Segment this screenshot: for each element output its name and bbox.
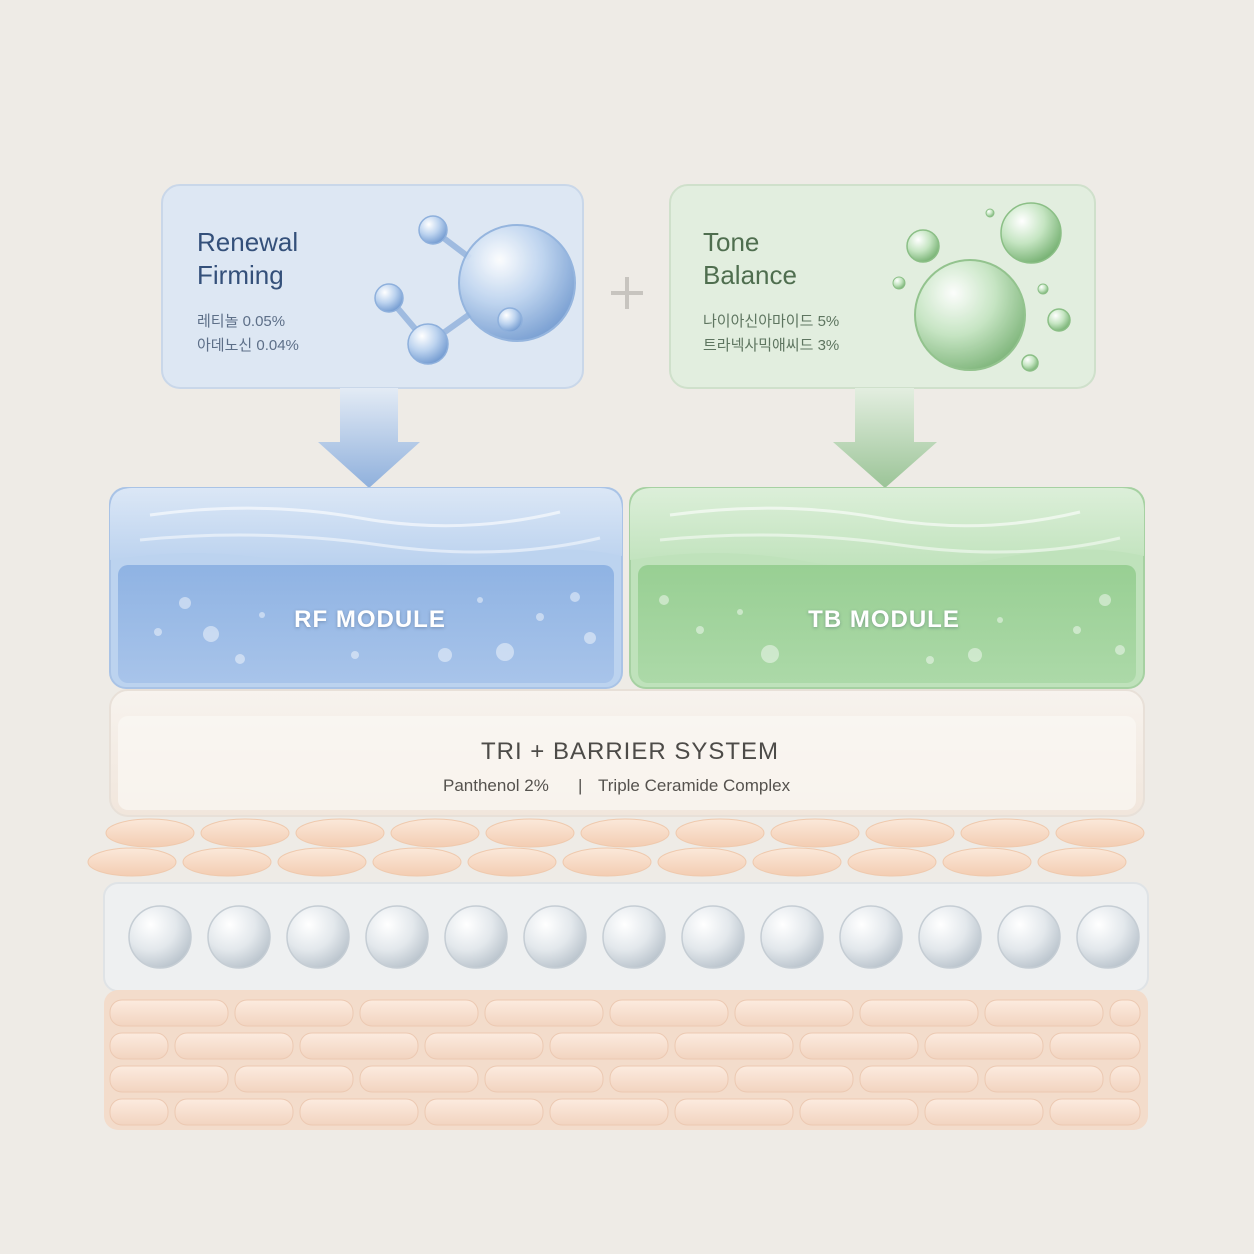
lipid-layer: [87, 818, 1145, 877]
barrier-separator: |: [578, 776, 583, 795]
tb-ingredient-2: 트라넥사믹애씨드 3%: [703, 337, 840, 354]
plus-icon: [611, 277, 643, 309]
lipid-oval: [847, 847, 937, 877]
lipid-oval: [485, 818, 575, 848]
barrier-layer: [109, 689, 1145, 817]
bubble-sphere: [286, 905, 350, 969]
rf-card-title: Renewal Firming: [197, 227, 299, 290]
lipid-oval: [1037, 847, 1127, 877]
brick-cell: [984, 999, 1104, 1027]
barrier-ingredient-b: Triple Ceramide Complex: [598, 776, 791, 795]
brick-cell: [424, 1032, 544, 1060]
brick-cell: [299, 1032, 419, 1060]
lipid-oval: [942, 847, 1032, 877]
barrier-title: TRI + BARRIER SYSTEM: [480, 738, 780, 765]
lipid-oval: [87, 847, 177, 877]
bubble-sphere: [681, 905, 745, 969]
bubble-sphere: [207, 905, 271, 969]
tb-arrow-down-icon: [833, 388, 937, 488]
brick-cell: [424, 1098, 544, 1126]
rf-module-block: [109, 487, 623, 689]
brick-cell: [1049, 1098, 1141, 1126]
lipid-oval: [390, 818, 480, 848]
lipid-oval: [200, 818, 290, 848]
brick-cell: [484, 1065, 604, 1093]
lipid-oval: [675, 818, 765, 848]
tb-module-label: TB MODULE: [808, 606, 960, 633]
brick-cell: [359, 1065, 479, 1093]
brick-cell: [799, 1032, 919, 1060]
droplets-icon: [892, 202, 1071, 372]
bubble-sphere: [1076, 905, 1140, 969]
brick-cell: [799, 1098, 919, 1126]
lipid-oval: [105, 818, 195, 848]
barrier-ingredient-a: Panthenol 2%: [443, 776, 549, 795]
brick-cell: [299, 1098, 419, 1126]
bubble-sphere: [602, 905, 666, 969]
brick-cell: [859, 1065, 979, 1093]
brick-cell: [109, 999, 229, 1027]
tb-module-block: [629, 487, 1145, 689]
lipid-oval: [657, 847, 747, 877]
lipid-oval: [1055, 818, 1145, 848]
brick-cell: [109, 1032, 169, 1060]
brick-cell: [174, 1098, 294, 1126]
brick-cell: [924, 1032, 1044, 1060]
brick-cell: [234, 999, 354, 1027]
bubble-sphere: [128, 905, 192, 969]
bubble-sphere: [444, 905, 508, 969]
brick-cell: [234, 1065, 354, 1093]
rf-ingredient-1: 레티놀 0.05%: [197, 313, 286, 330]
brick-cell: [1109, 1065, 1141, 1093]
bubble-sphere: [760, 905, 824, 969]
rf-ingredient-2: 아데노신 0.04%: [197, 337, 299, 354]
lipid-oval: [467, 847, 557, 877]
brick-cell: [734, 999, 854, 1027]
brick-cell: [674, 1032, 794, 1060]
brick-cell: [924, 1098, 1044, 1126]
brick-cell: [734, 1065, 854, 1093]
molecule-icon: [374, 215, 576, 365]
lipid-oval: [372, 847, 462, 877]
lipid-oval: [865, 818, 955, 848]
lipid-oval: [580, 818, 670, 848]
bubble-sphere: [918, 905, 982, 969]
bubble-sphere: [839, 905, 903, 969]
brick-cell: [549, 1032, 669, 1060]
lipid-oval: [277, 847, 367, 877]
rf-module-label: RF MODULE: [294, 606, 446, 633]
brick-cell: [859, 999, 979, 1027]
lipid-oval: [182, 847, 272, 877]
brick-cell: [609, 1065, 729, 1093]
brick-cell: [109, 1098, 169, 1126]
lipid-oval: [770, 818, 860, 848]
brick-cell: [609, 999, 729, 1027]
brick-layer: [104, 990, 1148, 1130]
brick-cell: [359, 999, 479, 1027]
lipid-oval: [960, 818, 1050, 848]
lipid-oval: [562, 847, 652, 877]
bubble-sphere: [365, 905, 429, 969]
brick-cell: [984, 1065, 1104, 1093]
bubble-layer: [103, 882, 1149, 992]
lipid-oval: [295, 818, 385, 848]
bubble-sphere: [523, 905, 587, 969]
rf-arrow-down-icon: [318, 388, 420, 488]
brick-cell: [484, 999, 604, 1027]
bubble-sphere: [997, 905, 1061, 969]
tb-ingredient-1: 나이아신아마이드 5%: [703, 313, 840, 330]
brick-cell: [109, 1065, 229, 1093]
brick-cell: [549, 1098, 669, 1126]
brick-cell: [174, 1032, 294, 1060]
brick-cell: [1109, 999, 1141, 1027]
brick-cell: [1049, 1032, 1141, 1060]
tb-card-title: Tone Balance: [703, 227, 797, 290]
brick-cell: [674, 1098, 794, 1126]
lipid-oval: [752, 847, 842, 877]
